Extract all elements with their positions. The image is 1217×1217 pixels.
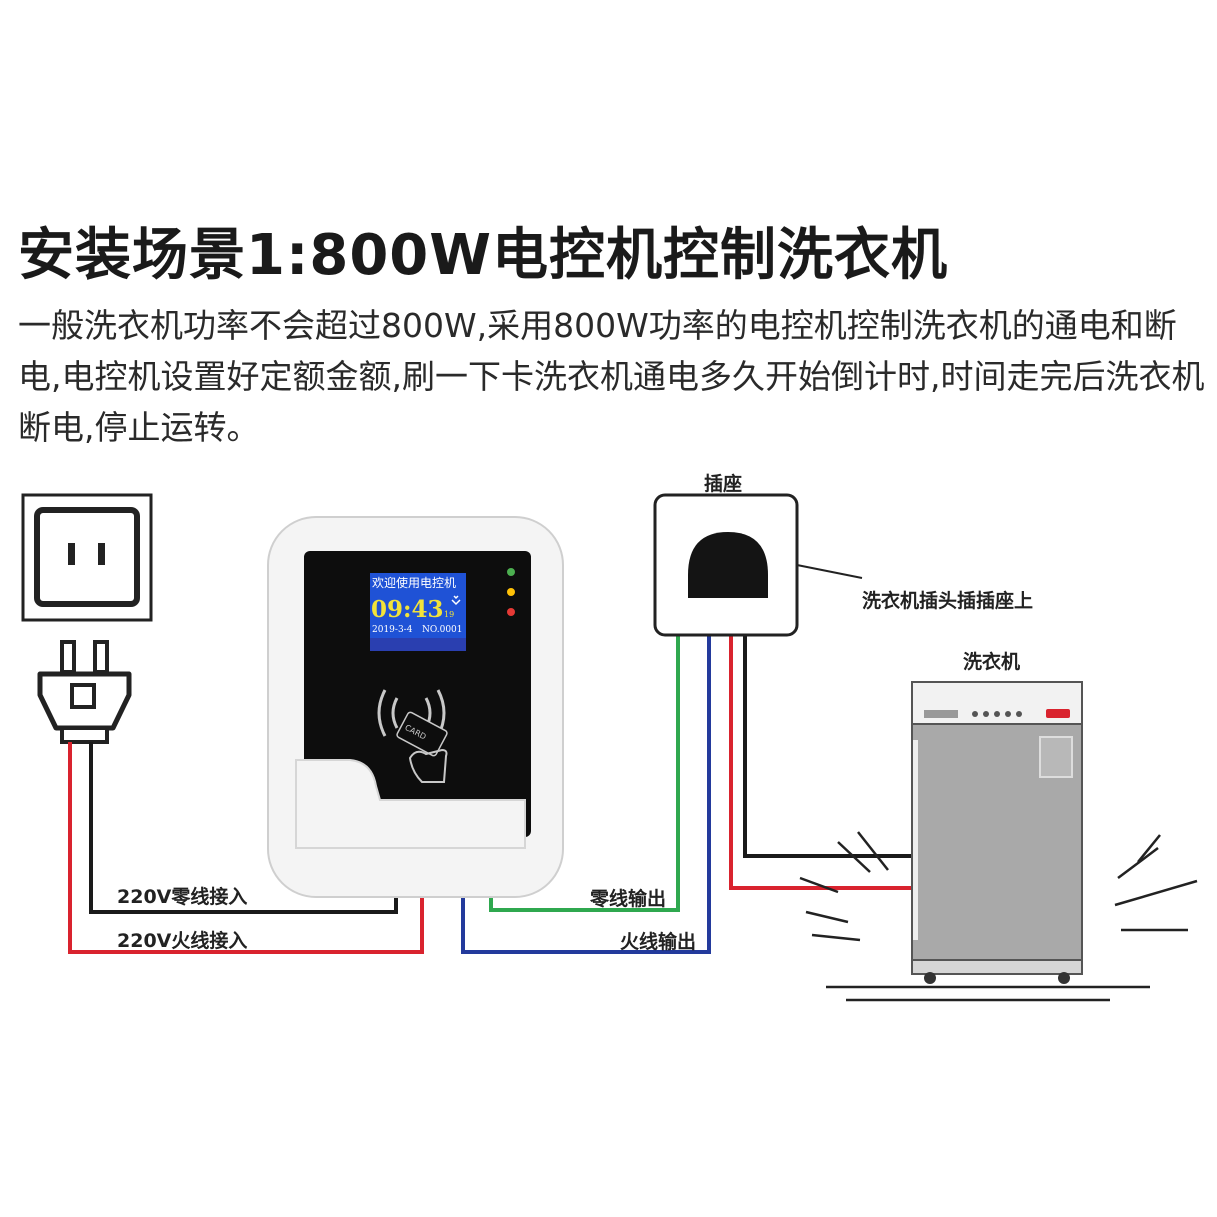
socket-label: 插座 (704, 472, 742, 495)
wall-outlet-icon (21, 493, 153, 622)
description-text: 一般洗衣机功率不会超过800W,采用800W功率的电控机控制洗衣机的通电和断电,… (18, 306, 1205, 447)
live-out-label: 火线输出 (620, 930, 696, 953)
neutral-out-wire (489, 636, 680, 912)
screen-time: 09:43 (371, 596, 444, 623)
socket-icon (653, 493, 799, 637)
neutral-out-label: 零线输出 (589, 887, 666, 910)
live-in-wire (68, 742, 424, 954)
plug-note-label: 洗衣机插头插插座上 (862, 589, 1033, 612)
vibration-marks (799, 831, 1198, 1002)
screen-number: NO.0001 (422, 625, 463, 635)
washer-neutral-wire (743, 598, 912, 858)
washer-label: 洗衣机 (963, 650, 1020, 673)
neutral-in-wire (89, 742, 398, 914)
screen-header: 欢迎使用电控机 (372, 575, 456, 590)
page-title: 安装场景1:800W电控机控制洗衣机 (18, 223, 949, 288)
washing-machine-icon (911, 681, 1083, 984)
live-out-wire (461, 636, 711, 954)
screen-wifi-icon (451, 595, 461, 606)
live-in-label: 220V火线接入 (117, 929, 247, 952)
screen-seconds: 19 (444, 610, 454, 619)
washer-live-wire (729, 598, 912, 890)
power-plug-icon (37, 640, 132, 744)
card-hand-icon: CARD (396, 711, 448, 783)
neutral-in-label: 220V零线接入 (117, 885, 247, 908)
screen-date: 2019-3-4 (372, 625, 413, 635)
socket-pointer-line (796, 564, 863, 579)
lcd-screen: 欢迎使用电控机 09:43 19 2019-3-4 NO.0001 (370, 573, 466, 651)
controller-device: 欢迎使用电控机 09:43 19 2019-3-4 NO.0001 CARD (267, 516, 564, 898)
